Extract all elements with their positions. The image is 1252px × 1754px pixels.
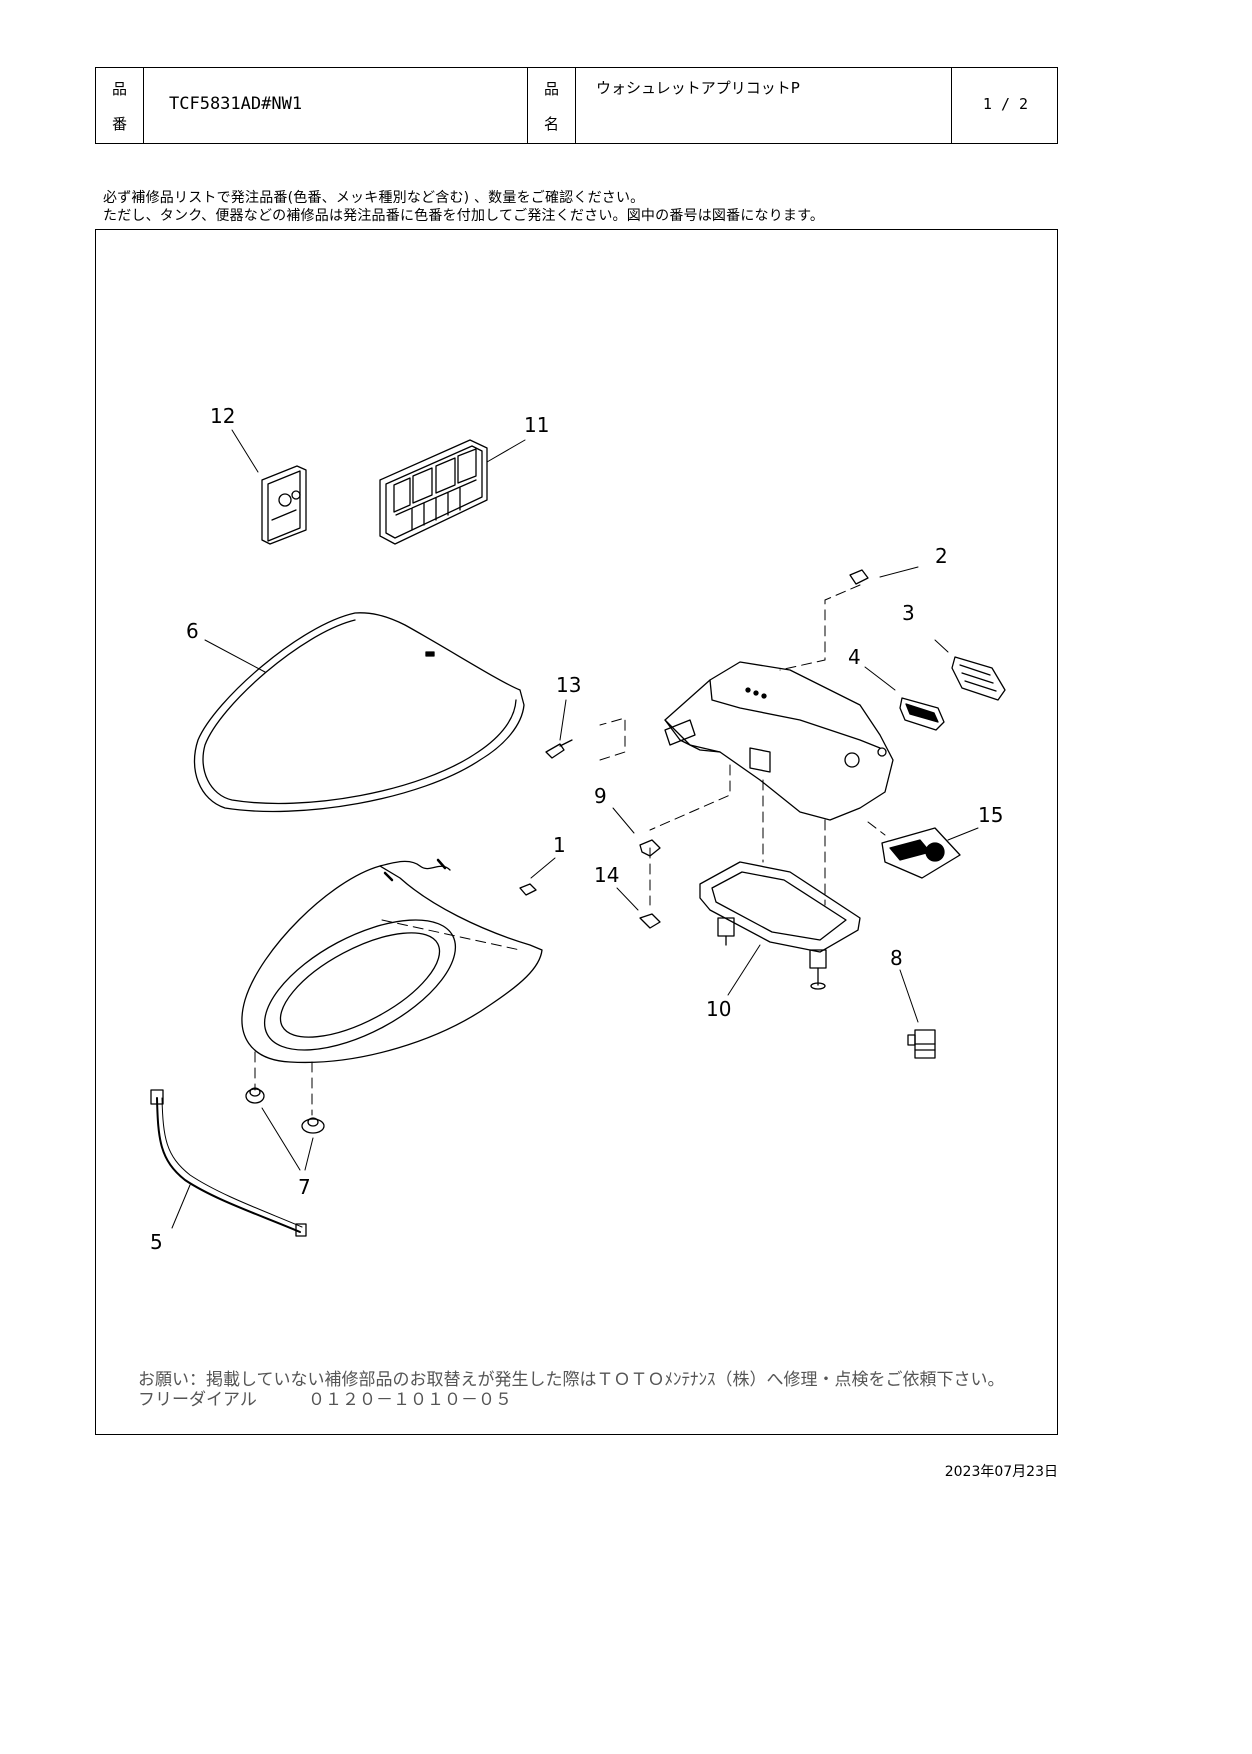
side-plate-part — [881, 827, 961, 879]
supply-hose-part — [150, 1089, 307, 1237]
product-name: ウォシュレットアプリコットP — [596, 79, 800, 97]
callout-11: 11 — [524, 413, 549, 437]
callout-8: 8 — [890, 946, 903, 970]
part-number: TCF5831AD#NW1 — [169, 94, 303, 114]
connector-part — [545, 739, 573, 759]
deodorizer-part — [899, 697, 945, 731]
page-cell: 1 / 2 — [952, 68, 1059, 143]
callout-6: 6 — [186, 619, 199, 643]
toilet-seat-part — [241, 858, 543, 1064]
part-no-label-cell: 品 番 — [96, 68, 144, 143]
part-no-label-top: 品 — [111, 80, 127, 98]
notice-line-2: ただし、タンク、便器などの補修品は発注品番に色番を付加してご発注ください。図中の… — [103, 208, 825, 224]
callout-12: 12 — [210, 404, 235, 428]
page-number: 1 / 2 — [982, 95, 1029, 113]
footer-request: お願い：掲載していない補修部品のお取替えが発生した際はＴＯＴＯﾒﾝﾃﾅﾝｽ（株）… — [138, 1370, 1005, 1390]
exploded-parts-diagram: 1 2 3 4 5 6 7 8 9 10 11 12 13 14 15 — [150, 404, 1006, 1254]
name-cell: ウォシュレットアプリコットP — [576, 68, 952, 143]
name-label-top: 品 — [543, 80, 559, 98]
diagram-frame — [95, 229, 1058, 1435]
callout-7: 7 — [298, 1175, 311, 1199]
water-valve-part — [907, 1029, 936, 1059]
main-body-unit-part — [664, 661, 894, 821]
callout-14: 14 — [594, 863, 619, 887]
callout-9: 9 — [594, 784, 607, 808]
callout-5: 5 — [150, 1230, 163, 1254]
callout-15: 15 — [978, 803, 1003, 827]
freedial-number: ０１２０－１０１０－０５ — [308, 1390, 512, 1410]
control-panel-part — [379, 439, 488, 545]
remote-control-small-part — [261, 465, 307, 545]
hook-clip-part — [639, 913, 661, 929]
name-label-cell: 品 名 — [528, 68, 576, 143]
callout-1: 1 — [553, 833, 566, 857]
hinge-nut-part — [245, 1087, 325, 1134]
filter-grille-part — [951, 656, 1006, 701]
clip-part — [849, 569, 869, 585]
notice-line-1: 必ず補修品リストで発注品番(色番、メッキ種別など含む) 、数量をご確認ください。 — [103, 190, 645, 206]
part-no-label-bottom: 番 — [111, 115, 127, 133]
part-no-cell: TCF5831AD#NW1 — [144, 68, 528, 143]
callout-2: 2 — [935, 544, 948, 568]
callout-3: 3 — [902, 601, 915, 625]
name-label-bottom: 名 — [543, 115, 559, 133]
small-clip-part — [519, 883, 537, 896]
callout-10: 10 — [706, 997, 731, 1021]
callout-4: 4 — [848, 645, 861, 669]
callout-13: 13 — [556, 673, 581, 697]
header-table: 品 番 TCF5831AD#NW1 品 名 ウォシュレットアプリコットP 1 /… — [95, 67, 1058, 144]
issue-date: 2023年07月23日 — [944, 1464, 1058, 1480]
lever-clip-part — [639, 839, 661, 857]
freedial-label: フリーダイアル — [138, 1390, 257, 1410]
toilet-lid-part — [193, 612, 525, 813]
base-plate-part — [699, 861, 861, 990]
